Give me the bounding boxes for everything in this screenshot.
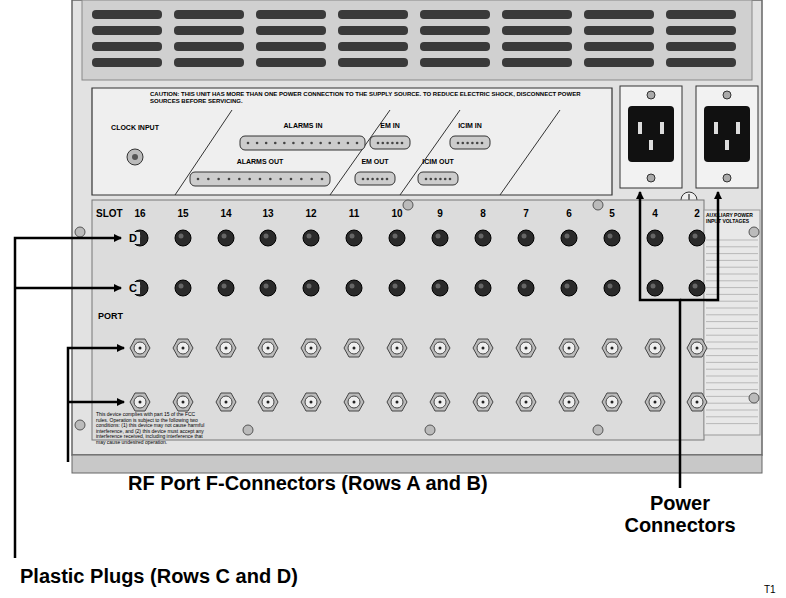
panel-label: 13 <box>256 208 280 219</box>
panel-label: 16 <box>128 208 152 219</box>
chassis <box>72 0 762 455</box>
panel-label: ALARMS IN <box>268 122 338 130</box>
panel-label: 11 <box>342 208 366 219</box>
em-in-connector <box>370 136 410 149</box>
panel-label: 15 <box>171 208 195 219</box>
power-connector <box>696 86 758 188</box>
panel-label: 5 <box>600 208 624 219</box>
panel-label: 4 <box>643 208 667 219</box>
icim-in-connector <box>450 136 490 149</box>
panel-label: 7 <box>514 208 538 219</box>
panel-label: CLOCK INPUT <box>110 124 160 132</box>
panel-label: CAUTION: THIS UNIT HAS MORE THAN ONE POW… <box>150 91 610 104</box>
panel-label: 10 <box>385 208 409 219</box>
panel-label: ICIM IN <box>445 122 495 130</box>
panel-label: ALARMS OUT <box>225 158 295 166</box>
em-out-connector <box>355 172 395 185</box>
leader-lines <box>15 192 718 558</box>
panel-divider <box>400 110 460 195</box>
panel-label: 2 <box>685 208 709 219</box>
panel-label: EM IN <box>365 122 415 130</box>
panel-label: 9 <box>428 208 452 219</box>
panel-label: T1 <box>764 584 784 595</box>
icim-out-connector <box>418 172 458 185</box>
panel-label: SLOT <box>96 208 136 219</box>
power-inlet <box>628 106 674 162</box>
vent-slots <box>92 10 736 67</box>
panel-label: D <box>126 232 140 244</box>
panel-label: C <box>126 282 140 294</box>
panel-label: EM OUT <box>350 158 400 166</box>
callout-label: Power Connectors <box>605 492 755 536</box>
vent-area <box>82 0 752 80</box>
port-rows <box>130 230 707 411</box>
panel-label: PORT <box>98 312 138 322</box>
clock-connector <box>132 154 138 160</box>
power-inlet <box>704 106 750 162</box>
port-panel <box>92 200 704 440</box>
panel-label: 8 <box>471 208 495 219</box>
panel-label: This device complies with part 15 of the… <box>96 412 208 445</box>
panel-label: 12 <box>299 208 323 219</box>
power-connector <box>620 86 682 188</box>
panel-label: 6 <box>557 208 581 219</box>
connector-pins <box>197 142 484 181</box>
alarms-in-connector <box>240 136 365 150</box>
panel-divider <box>500 110 560 195</box>
panel-label: 14 <box>214 208 238 219</box>
callout-label: RF Port F-Connectors (Rows A and B) <box>128 472 548 494</box>
callout-label: Plastic Plugs (Rows C and D) <box>20 565 440 587</box>
alarms-out-connector <box>190 172 330 186</box>
panel-label: AUXILIARY POWER INPUT VOLTAGES <box>706 213 758 224</box>
clock-connector <box>127 149 143 165</box>
panel-label: ICIM OUT <box>413 158 463 166</box>
aux-voltage-table <box>704 210 760 435</box>
connector-panel <box>92 88 612 195</box>
chassis-base <box>72 455 762 473</box>
